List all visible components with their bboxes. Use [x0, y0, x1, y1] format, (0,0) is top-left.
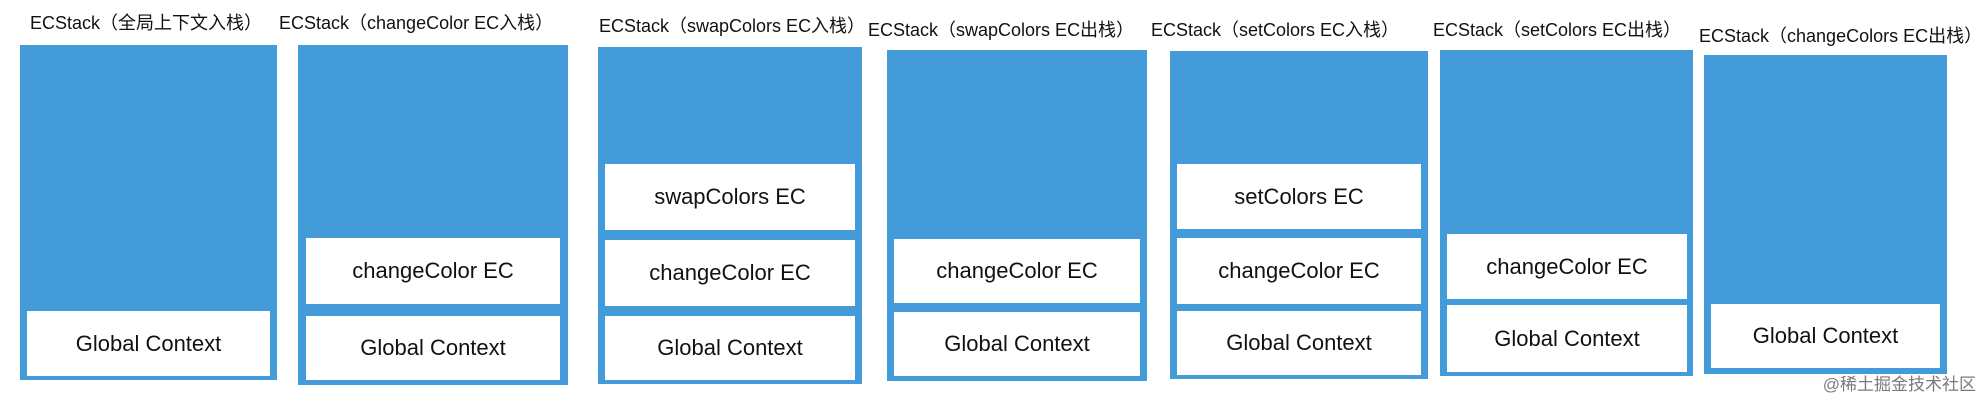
site-watermark: @稀土掘金技术社区 — [1822, 375, 1976, 394]
stack-frame: Global Context — [1711, 304, 1940, 368]
stack-frame: changeColor EC — [1447, 234, 1687, 299]
stack-frame: swapColors EC — [605, 164, 855, 230]
stack-frame: setColors EC — [1177, 164, 1421, 229]
stack-frame: changeColor EC — [306, 238, 560, 304]
execution-stack: setColors EC changeColor EC Global Conte… — [1170, 51, 1428, 379]
stack-title: ECStack（setColors EC入栈） — [1151, 20, 1400, 40]
execution-stack: changeColor EC Global Context — [298, 45, 568, 385]
stack-frame: Global Context — [306, 316, 560, 380]
stack-frame: Global Context — [894, 312, 1140, 376]
stack-frame: Global Context — [27, 311, 270, 376]
stack-title: ECStack（changeColor EC入栈） — [279, 13, 554, 33]
stack-frame: changeColor EC — [605, 240, 855, 306]
stack-frame: Global Context — [1177, 311, 1421, 375]
stack-frame: changeColor EC — [1177, 238, 1421, 304]
stack-title: ECStack（changeColors EC出栈） — [1699, 26, 1983, 46]
stack-title: ECStack（swapColors EC入栈） — [599, 16, 866, 36]
execution-stack: swapColors EC changeColor EC Global Cont… — [598, 47, 862, 384]
stack-frame: Global Context — [1447, 305, 1687, 372]
stack-title: ECStack（全局上下文入栈） — [30, 13, 263, 33]
stack-frame: changeColor EC — [894, 239, 1140, 303]
stack-title: ECStack（setColors EC出栈） — [1433, 20, 1682, 40]
execution-stack: Global Context — [20, 45, 277, 380]
execution-stack: changeColor EC Global Context — [887, 50, 1147, 381]
execution-stack: Global Context — [1704, 55, 1947, 374]
stack-frame: Global Context — [605, 316, 855, 380]
stack-title: ECStack（swapColors EC出栈） — [868, 20, 1135, 40]
execution-stack: changeColor EC Global Context — [1440, 50, 1693, 376]
